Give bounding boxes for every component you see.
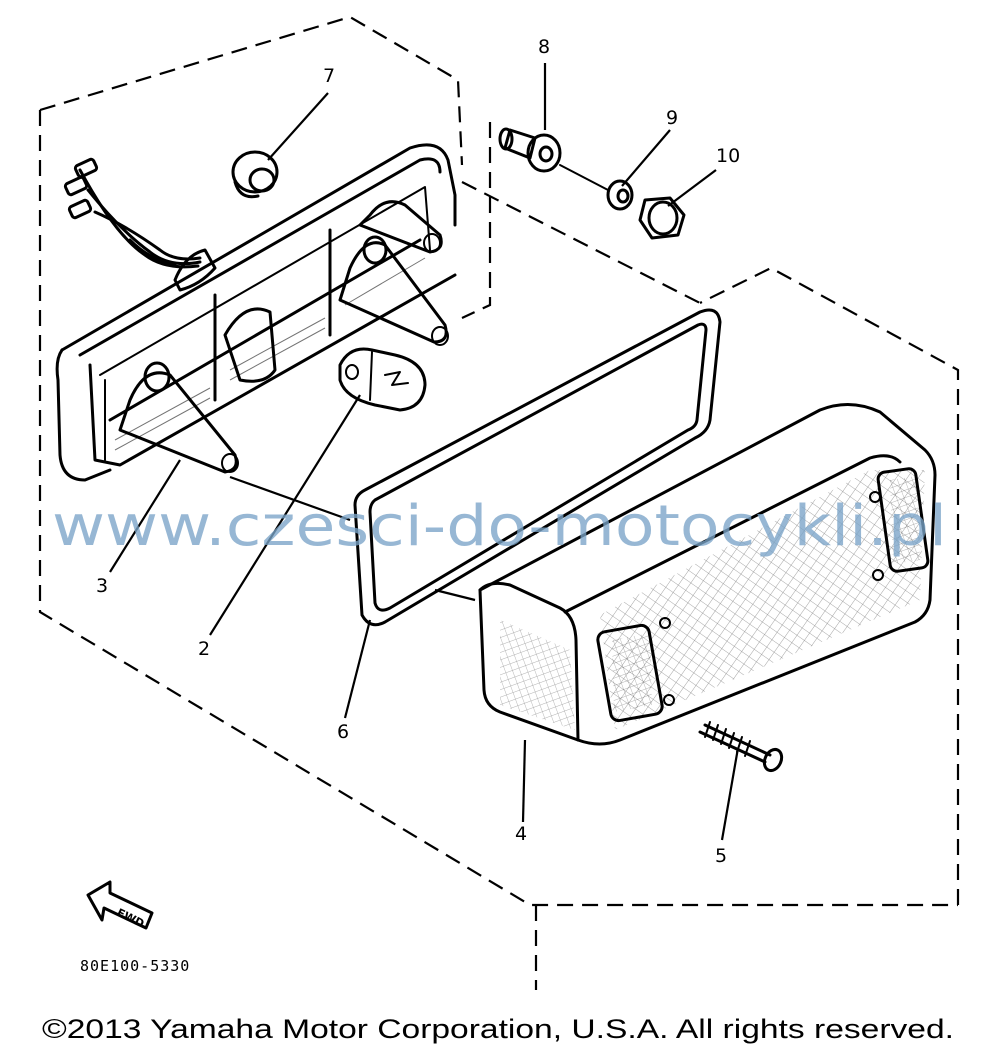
screw bbox=[698, 721, 784, 773]
part-label-4: 4 bbox=[515, 823, 527, 845]
grommet bbox=[231, 150, 279, 199]
leader-lines bbox=[109, 63, 740, 841]
part-label-7: 7 bbox=[323, 65, 335, 87]
taillight-housing bbox=[55, 143, 457, 482]
part-label-5: 5 bbox=[715, 845, 727, 867]
part-label-8: 8 bbox=[538, 36, 550, 58]
forward-arrow-icon: FWD bbox=[86, 880, 154, 930]
stud bbox=[498, 127, 609, 191]
lens bbox=[478, 403, 937, 746]
bulb bbox=[338, 347, 427, 412]
assembly-boundary bbox=[38, 15, 960, 990]
part-labels: 2 3 4 5 6 7 8 9 10 bbox=[96, 36, 740, 867]
nut bbox=[638, 196, 686, 240]
washer bbox=[606, 179, 634, 211]
copyright-notice: ©2013 Yamaha Motor Corporation, U.S.A. A… bbox=[42, 1014, 954, 1044]
gasket bbox=[353, 308, 722, 627]
part-label-6: 6 bbox=[337, 721, 349, 743]
watermark: www.czesci-do-motocykli.pl bbox=[52, 494, 947, 559]
part-label-9: 9 bbox=[666, 107, 678, 129]
figure-code: 80E100-5330 bbox=[80, 957, 190, 975]
part-label-2: 2 bbox=[198, 638, 210, 660]
part-label-3: 3 bbox=[96, 575, 108, 597]
part-label-10: 10 bbox=[716, 145, 740, 167]
